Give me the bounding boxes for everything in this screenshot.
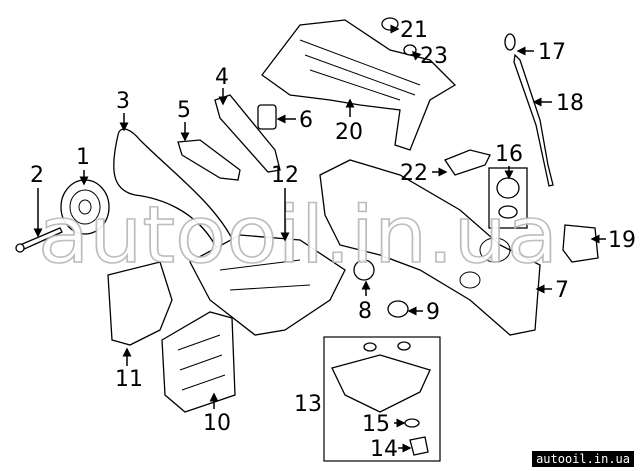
- gasket-22: [444, 149, 491, 176]
- gasket-11: [107, 261, 173, 346]
- o-ring-21: [381, 17, 399, 31]
- site-footer-badge: autooil.in.ua: [532, 451, 634, 467]
- label-18: 18: [556, 91, 584, 116]
- label-17: 17: [538, 40, 566, 65]
- label-5: 5: [177, 98, 191, 123]
- intake-manifold: [261, 19, 457, 151]
- belt-guide: [214, 94, 281, 173]
- label-14: 14: [370, 437, 398, 462]
- oil-seal: [353, 259, 375, 281]
- label-11: 11: [115, 367, 143, 392]
- timing-cover: [319, 159, 541, 336]
- callouts: [33, 24, 606, 453]
- lower-case: [189, 234, 346, 336]
- label-3: 3: [116, 89, 130, 114]
- label-1: 1: [76, 145, 90, 170]
- label-22: 22: [400, 161, 428, 186]
- label-10: 10: [203, 411, 231, 436]
- belt-tensioner: [177, 139, 241, 181]
- crank-bolt: [15, 227, 63, 253]
- label-7: 7: [555, 278, 569, 303]
- baffle-plate: [161, 311, 236, 413]
- label-6: 6: [299, 108, 313, 133]
- label-15: 15: [362, 412, 390, 437]
- label-8: 8: [358, 299, 372, 324]
- label-20: 20: [335, 120, 363, 145]
- label-12: 12: [271, 163, 299, 188]
- sensor-9: [387, 300, 409, 318]
- label-23: 23: [420, 44, 448, 69]
- oil-filler-cap: [488, 167, 528, 229]
- label-2: 2: [30, 163, 44, 188]
- label-13: 13: [294, 392, 322, 417]
- label-4: 4: [215, 65, 229, 90]
- drain-plug: [409, 436, 429, 456]
- label-19: 19: [608, 228, 636, 253]
- oil-filter: [562, 224, 599, 263]
- washer-15: [404, 418, 420, 428]
- label-9: 9: [426, 300, 440, 325]
- dipstick: [504, 33, 554, 187]
- watermark: autooil.in.ua: [38, 191, 558, 281]
- label-21: 21: [400, 18, 428, 43]
- idler-bracket: [257, 104, 277, 130]
- label-16: 16: [495, 142, 523, 167]
- oil-pan: [331, 354, 431, 413]
